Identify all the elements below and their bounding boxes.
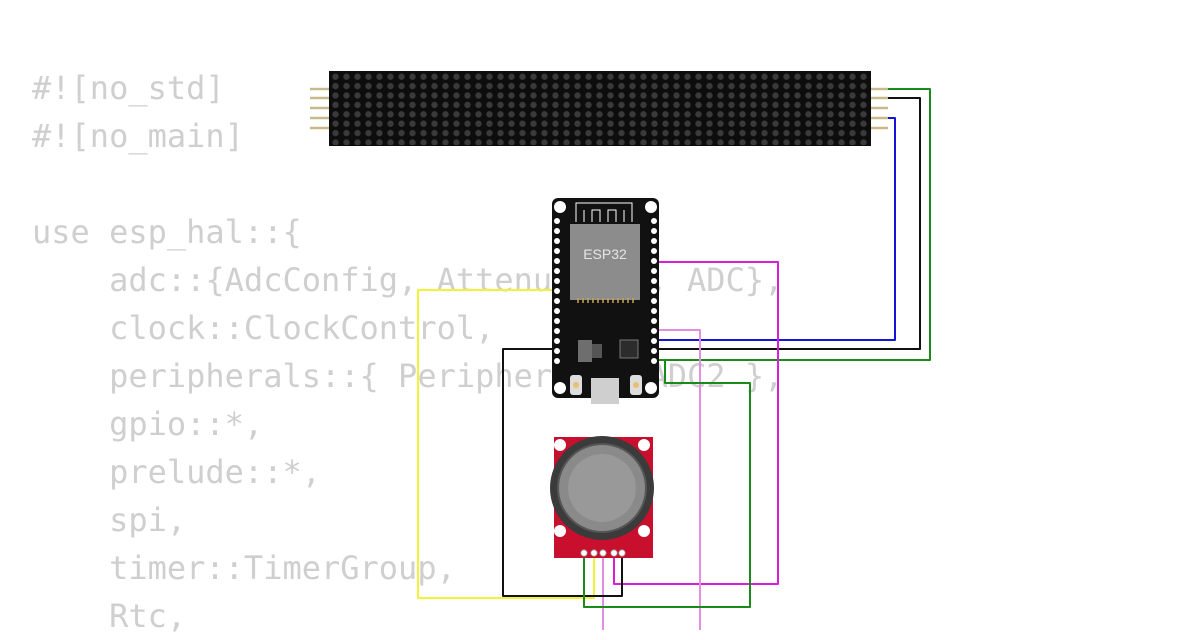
esp32-chip-label: ESP32	[583, 246, 627, 262]
esp32-module-pads	[577, 298, 634, 303]
code-line-2: #![no_main]	[32, 117, 244, 155]
esp32-pin-headers	[554, 218, 657, 364]
esp32-module-shield	[570, 224, 640, 300]
wire-black-matrix[interactable]	[650, 97, 921, 350]
code-line-8: gpio::*,	[32, 405, 264, 443]
wire-magenta[interactable]	[613, 261, 779, 585]
wires	[417, 88, 931, 630]
esp32-board[interactable]: ESP32	[552, 198, 659, 404]
joystick-pins	[580, 549, 626, 557]
code-line-1: #![no_std]	[32, 69, 225, 107]
joystick-module[interactable]	[550, 436, 654, 558]
wire-green-matrix[interactable]	[650, 88, 931, 361]
code-line-9: prelude::*,	[32, 453, 321, 491]
wire-violet[interactable]	[652, 329, 701, 630]
usb-port	[591, 378, 619, 404]
code-line-10: spi,	[32, 501, 187, 539]
usb-chip	[619, 339, 639, 359]
matrix-left-pins	[310, 87, 330, 130]
wire-black-gnd[interactable]	[502, 348, 623, 597]
code-line-6: clock::ClockControl,	[32, 309, 495, 347]
antenna-trace	[575, 202, 633, 222]
wire-yellow[interactable]	[417, 289, 595, 599]
code-line-12: Rtc,	[32, 597, 187, 635]
wire-blue-matrix[interactable]	[650, 117, 896, 341]
wire-green-joystick[interactable]	[583, 359, 751, 608]
code-line-4: use esp_hal::{	[32, 213, 302, 251]
matrix-led-grid	[330, 72, 870, 145]
code-line-11: timer::TimerGroup,	[32, 549, 456, 587]
voltage-regulator	[578, 340, 592, 362]
led-matrix[interactable]	[310, 71, 888, 146]
matrix-right-pins	[870, 87, 888, 130]
